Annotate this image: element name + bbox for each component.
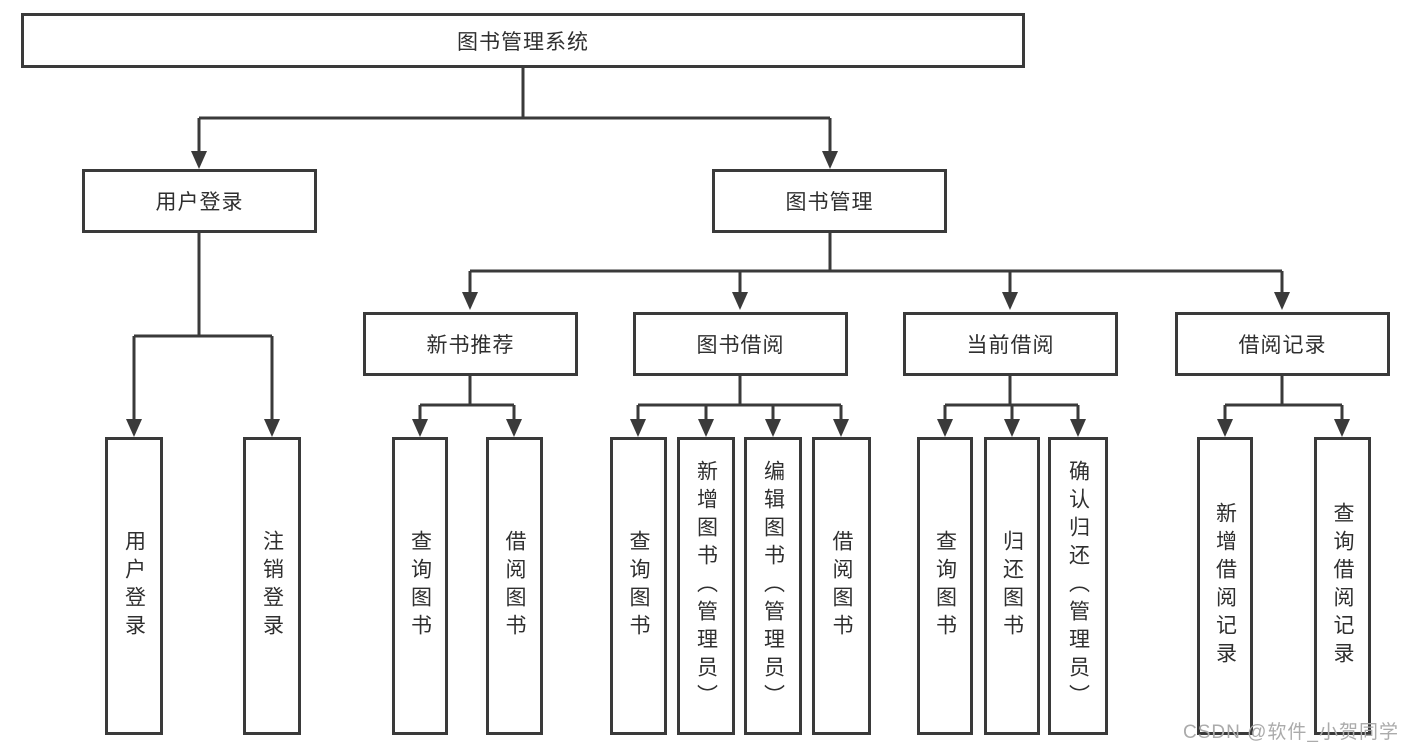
leaf-query-books-borrowing: 查询图书 (610, 437, 667, 735)
leaf-query-borrow-record: 查询借阅记录 (1314, 437, 1371, 735)
leaf-logout: 注销登录 (243, 437, 301, 735)
leaf-borrow-books-borrowing: 借阅图书 (812, 437, 871, 735)
leaf-query-books-current: 查询图书 (917, 437, 973, 735)
node-borrowing-records: 借阅记录 (1175, 312, 1390, 376)
node-book-borrowing: 图书借阅 (633, 312, 848, 376)
node-new-book-recommendation: 新书推荐 (363, 312, 578, 376)
leaf-query-books-recommend: 查询图书 (392, 437, 448, 735)
leaf-return-books: 归还图书 (984, 437, 1040, 735)
leaf-edit-books-admin: 编辑图书（管理员） (744, 437, 802, 735)
csdn-watermark: CSDN @软件_小贺同学 (1183, 722, 1399, 743)
leaf-user-login: 用户登录 (105, 437, 163, 735)
node-book-management: 图书管理 (712, 169, 947, 233)
leaf-confirm-return-admin: 确认归还（管理员） (1048, 437, 1108, 735)
node-current-borrowing: 当前借阅 (903, 312, 1118, 376)
node-user-login: 用户登录 (82, 169, 317, 233)
leaf-borrow-books-recommend: 借阅图书 (486, 437, 543, 735)
leaf-add-borrow-record: 新增借阅记录 (1197, 437, 1253, 735)
leaf-add-books-admin: 新增图书（管理员） (677, 437, 735, 735)
node-library-management-system: 图书管理系统 (21, 13, 1025, 68)
